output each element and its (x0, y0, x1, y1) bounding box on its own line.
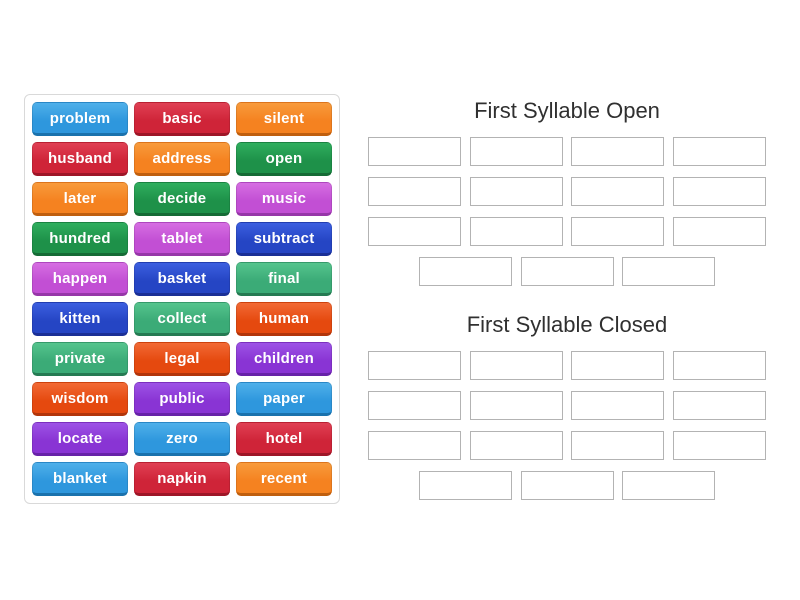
group-title: First Syllable Open (474, 98, 660, 123)
word-tile[interactable]: hundred (32, 222, 128, 256)
drop-slot[interactable] (571, 137, 665, 166)
slot-row (368, 351, 766, 380)
word-tile[interactable]: husband (32, 142, 128, 176)
slot-grid (368, 351, 766, 500)
drop-slot[interactable] (419, 257, 512, 286)
word-tile[interactable]: later (32, 182, 128, 216)
word-tile[interactable]: basic (134, 102, 230, 136)
word-tile[interactable]: recent (236, 462, 332, 496)
word-tile[interactable]: paper (236, 382, 332, 416)
word-tile[interactable]: address (134, 142, 230, 176)
word-tile[interactable]: hotel (236, 422, 332, 456)
drop-slot[interactable] (672, 177, 766, 206)
drop-slot[interactable] (571, 351, 665, 380)
word-tile[interactable]: children (236, 342, 332, 376)
drop-slot[interactable] (469, 137, 563, 166)
group-first-syllable-open: First Syllable Open (368, 98, 766, 286)
slot-row (368, 257, 766, 286)
drop-slot[interactable] (368, 391, 462, 420)
word-tile[interactable]: problem (32, 102, 128, 136)
word-tile[interactable]: subtract (236, 222, 332, 256)
word-tile[interactable]: public (134, 382, 230, 416)
word-tile[interactable]: locate (32, 422, 128, 456)
word-tile[interactable]: napkin (134, 462, 230, 496)
drop-slot[interactable] (469, 177, 563, 206)
word-tile[interactable]: happen (32, 262, 128, 296)
slot-row (368, 391, 766, 420)
group-first-syllable-closed: First Syllable Closed (368, 312, 766, 500)
drop-slot[interactable] (368, 217, 462, 246)
word-tile[interactable]: wisdom (32, 382, 128, 416)
slot-row (368, 471, 766, 500)
drop-slot[interactable] (571, 217, 665, 246)
drop-slot[interactable] (368, 137, 462, 166)
word-tile[interactable]: music (236, 182, 332, 216)
drop-slot[interactable] (622, 257, 715, 286)
drop-slot[interactable] (469, 351, 563, 380)
drop-slot[interactable] (469, 431, 563, 460)
word-tile[interactable]: zero (134, 422, 230, 456)
drop-slot[interactable] (368, 431, 462, 460)
drop-slot[interactable] (622, 471, 715, 500)
slot-row (368, 217, 766, 246)
drop-slot[interactable] (368, 351, 462, 380)
drop-slot[interactable] (419, 471, 512, 500)
drop-slot[interactable] (571, 177, 665, 206)
drop-slot[interactable] (672, 391, 766, 420)
drop-slot[interactable] (520, 471, 614, 500)
slot-row (368, 177, 766, 206)
word-tile[interactable]: legal (134, 342, 230, 376)
drop-slot[interactable] (520, 257, 614, 286)
word-tile[interactable]: private (32, 342, 128, 376)
word-tile[interactable]: open (236, 142, 332, 176)
word-tile[interactable]: decide (134, 182, 230, 216)
drop-slot[interactable] (469, 391, 563, 420)
word-tile[interactable]: blanket (32, 462, 128, 496)
word-tile[interactable]: tablet (134, 222, 230, 256)
word-tile[interactable]: collect (134, 302, 230, 336)
slot-row (368, 137, 766, 166)
drop-slot[interactable] (368, 177, 462, 206)
drop-slot[interactable] (672, 431, 766, 460)
drop-slot[interactable] (571, 431, 665, 460)
drop-slot[interactable] (672, 351, 766, 380)
drop-slot[interactable] (672, 217, 766, 246)
slot-row (368, 431, 766, 460)
word-tile[interactable]: basket (134, 262, 230, 296)
word-tile[interactable]: kitten (32, 302, 128, 336)
word-tile[interactable]: silent (236, 102, 332, 136)
word-tile[interactable]: human (236, 302, 332, 336)
group-title: First Syllable Closed (466, 312, 668, 337)
drop-slot[interactable] (571, 391, 665, 420)
drop-slot[interactable] (469, 217, 563, 246)
slot-grid (368, 137, 766, 286)
drop-slot[interactable] (672, 137, 766, 166)
word-tile[interactable]: final (236, 262, 332, 296)
